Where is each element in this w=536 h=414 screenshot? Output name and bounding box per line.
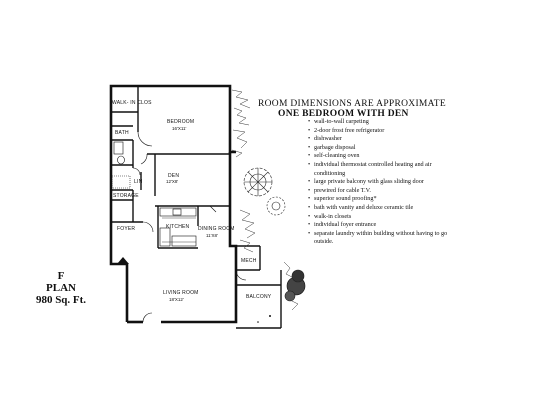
bedroom-label: BEDROOM xyxy=(167,119,194,125)
feature-item: individual foyer entrance xyxy=(308,221,458,230)
landscape-texture xyxy=(231,89,299,311)
walk-in-closet-label: WALK- IN CLOS xyxy=(112,100,152,106)
heading-dimensions: ROOM DIMENSIONS ARE APPROXIMATE xyxy=(258,99,446,109)
dining-room-label: DINING ROOM xyxy=(198,226,235,232)
feature-item: wall-to-wall carpeting xyxy=(308,118,458,127)
balcony-label: BALCONY xyxy=(246,294,272,300)
foyer-label: FOYER xyxy=(117,226,135,232)
feature-item: large private balcony with glass sliding… xyxy=(308,178,458,187)
mech-label: MECH xyxy=(241,258,257,264)
feature-list: wall-to-wall carpeting 2-door frost free… xyxy=(308,118,458,247)
feature-item: 2-door frost free refrigerator xyxy=(308,127,458,136)
plan-area: 980 Sq. Ft. xyxy=(35,294,87,306)
living-room-label: LIVING ROOM xyxy=(163,290,199,296)
door-swings xyxy=(132,131,247,323)
fixtures xyxy=(111,141,217,247)
feature-item: bath with vanity and deluxe ceramic tile xyxy=(308,204,458,213)
heading-block: ROOM DIMENSIONS ARE APPROXIMATE ONE BEDR… xyxy=(258,99,478,119)
storage-label: STORAGE xyxy=(113,193,139,199)
interior-walls xyxy=(111,86,282,329)
plan-letter: F xyxy=(57,270,65,282)
landscape-shrubs xyxy=(243,167,306,302)
heading-unit-type: ONE BEDROOM WITH DEN xyxy=(278,109,409,119)
den-label: DEN xyxy=(168,173,179,179)
feature-item: prewired for cable T.V. xyxy=(308,187,458,196)
bedroom-dims: 16'X11' xyxy=(172,126,187,131)
feature-item: self-cleaning oven xyxy=(308,152,458,161)
feature-item: dishwasher xyxy=(308,135,458,144)
kitchen-counter-hatch xyxy=(162,217,196,243)
plan-word: PLAN xyxy=(46,282,76,294)
den-dims: 12'X8' xyxy=(166,179,178,184)
feature-item: superior sound proofing* xyxy=(308,195,458,204)
feature-item: individual thermostat controlled heating… xyxy=(308,161,458,178)
dining-room-dims: 11'X8' xyxy=(206,233,218,238)
feature-item: walk-in closets xyxy=(308,213,458,222)
feature-item: separate laundry within building without… xyxy=(308,230,458,247)
entrance-arrow xyxy=(117,257,129,264)
balcony-rail xyxy=(257,315,271,323)
plan-title: F PLAN 980 Sq. Ft. xyxy=(30,270,92,306)
kitchen-label: KITCHEN xyxy=(166,224,190,230)
living-room-dims: 18'X12' xyxy=(169,297,184,302)
linen-label: LIN xyxy=(134,179,143,185)
feature-item: garbage disposal xyxy=(308,144,458,153)
bath-label: BATH xyxy=(115,130,129,136)
